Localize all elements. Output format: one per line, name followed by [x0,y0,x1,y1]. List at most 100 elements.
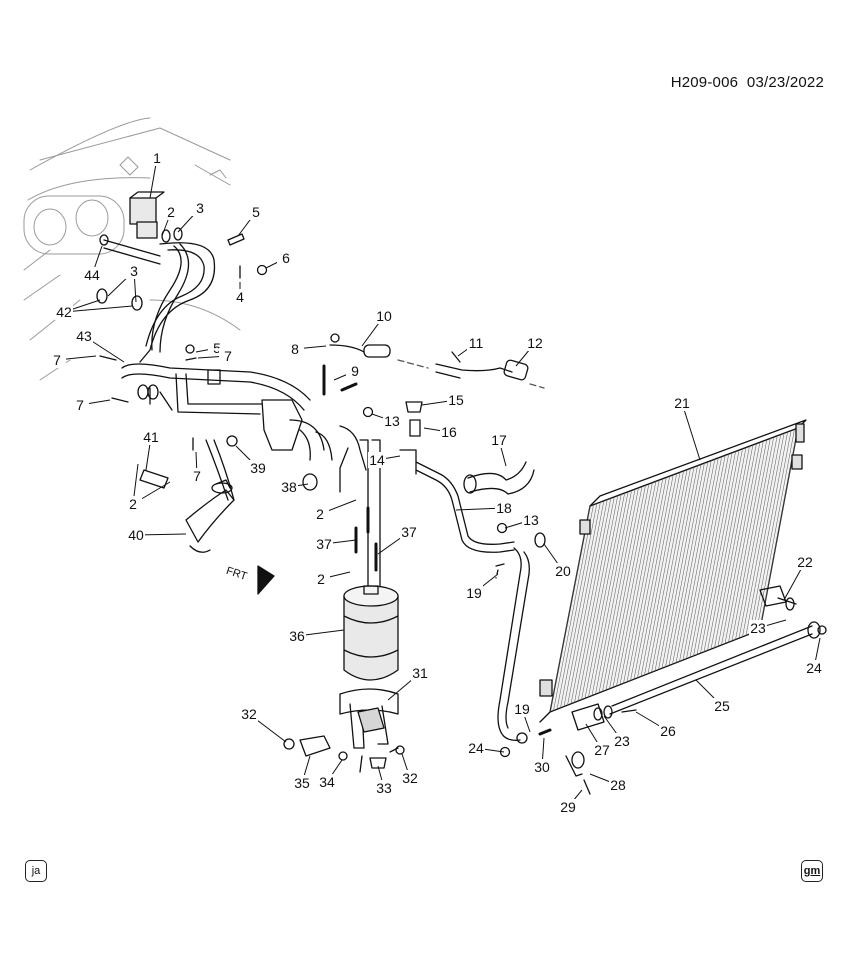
callout-3: 3 [196,200,204,216]
callout-40: 40 [128,527,144,543]
callout-bg-7 [219,348,237,364]
callout-4: 4 [236,289,244,305]
callout-2: 2 [129,496,137,512]
callout-7: 7 [224,348,232,364]
callout-bg-37 [400,524,418,540]
callout-bg-43 [75,328,93,344]
callout-2: 2 [167,204,175,220]
callout-18: 18 [496,500,512,516]
callout-35: 35 [294,775,310,791]
condenser-line [495,532,546,758]
callout-13: 13 [384,413,400,429]
vehicle-body-ghost [23,117,241,381]
callout-bg-39 [249,460,267,476]
accumulator-36 [343,585,399,681]
callout-bg-13 [383,413,401,429]
callout-bg-2 [312,571,330,587]
callout-10: 10 [376,308,392,324]
evaporator-tube-pair [103,239,161,265]
callout-numbers: 1235644433424243577781091112131516141718… [48,150,823,815]
callout-23: 23 [614,733,630,749]
callout-bg-41 [142,429,160,445]
front-arrow [257,565,275,595]
callout-22: 22 [797,554,813,570]
callout-bg-9 [346,363,364,379]
callout-bg-14 [368,452,386,468]
callout-bg-3 [125,263,143,279]
callout-24: 24 [806,660,822,676]
callout-36: 36 [289,628,305,644]
callout-29: 29 [560,799,576,815]
callout-bg-23 [749,620,767,636]
callout-24: 24 [468,740,484,756]
callout-2: 2 [316,506,324,522]
callout-2: 2 [317,571,325,587]
callout-38: 38 [281,479,297,495]
callout-bg-25 [713,698,731,714]
callout-5: 5 [213,340,221,356]
callout-bg-10 [375,308,393,324]
hose-17 [463,461,535,495]
leader-line-21 [681,402,701,461]
callout-28: 28 [610,777,626,793]
callout-bg-32 [401,770,419,786]
callout-6: 6 [282,250,290,266]
callout-bg-16 [440,424,458,440]
callout-bg-23 [613,733,631,749]
callout-bg-24 [805,660,823,676]
callout-17: 17 [491,432,507,448]
callout-bg-30 [533,759,551,775]
callout-16: 16 [441,424,457,440]
callout-25: 25 [714,698,730,714]
callout-bg-33 [375,780,393,796]
seal-rings [96,227,183,400]
callout-7: 7 [53,352,61,368]
callout-3: 3 [130,263,138,279]
accumulator-bracket [339,688,399,773]
callout-bg-40 [127,527,145,543]
callout-15: 15 [448,392,464,408]
callout-bg-18 [495,500,513,516]
callout-44: 44 [84,267,100,283]
callout-19: 19 [514,701,530,717]
callout-bg-7 [71,397,89,413]
callout-7: 7 [76,397,84,413]
callout-7: 7 [193,468,201,484]
callout-39: 39 [250,460,266,476]
callout-11: 11 [469,335,484,351]
callout-bg-24 [467,740,485,756]
callout-20: 20 [555,563,571,579]
callout-bg-44 [83,267,101,283]
callout-bg-2 [124,496,142,512]
callout-1: 1 [153,150,161,166]
ac-hose-assembly [121,242,367,501]
callout-26: 26 [660,723,676,739]
callout-bg-29 [559,799,577,815]
callout-bg-6 [277,250,295,266]
studs-and-nuts [99,233,268,451]
callout-bg-1 [148,150,166,166]
callout-bg-21 [673,395,691,411]
callout-37: 37 [316,536,332,552]
callout-27: 27 [594,742,610,758]
callout-bg-5 [247,204,265,220]
callout-bg-31 [411,665,429,681]
callout-bg-35 [293,775,311,791]
callout-14: 14 [369,452,385,468]
callout-bg-34 [318,774,336,790]
callout-9: 9 [351,363,359,379]
drawing-code: H209-006 [670,74,739,91]
expansion-valve [129,191,165,239]
badge-ja: ja [25,860,47,882]
callout-34: 34 [319,774,335,790]
callout-42: 42 [56,304,72,320]
callout-33: 33 [376,780,392,796]
callout-bg-13 [522,512,540,528]
line-10 [329,333,391,358]
callout-5: 5 [252,204,260,220]
callout-bg-8 [286,341,304,357]
callout-bg-27 [593,742,611,758]
callout-bg-36 [288,628,306,644]
